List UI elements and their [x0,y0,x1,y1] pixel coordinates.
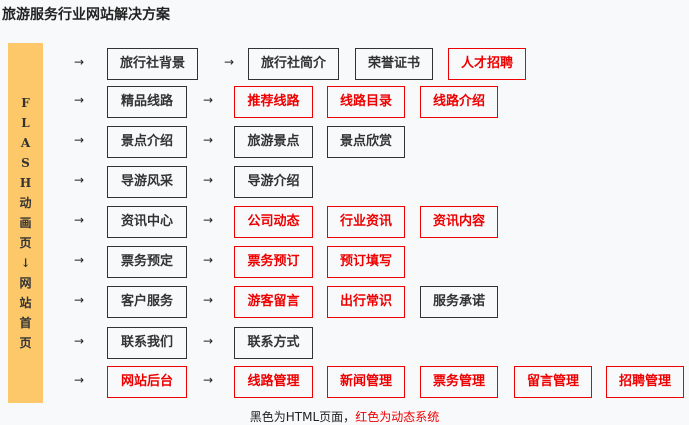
arrow-icon: → [74,93,85,107]
arrow-icon: → [203,93,214,107]
sitemap-row: → 票务预定 → 票务预订预订填写 [0,246,689,278]
sidebar-char: L [21,116,30,130]
subpage-box[interactable]: 公司动态 [234,206,313,238]
subpage-box[interactable]: 票务管理 [420,366,498,398]
arrow-icon: → [74,334,85,348]
sidebar-char: 网 [19,276,32,290]
arrow-icon: → [74,373,85,387]
section-box[interactable]: 旅行社背景 [107,48,198,80]
sidebar-char: 站 [19,296,32,310]
sitemap-row: → 旅行社背景 → 旅行社简介荣誉证书人才招聘 [0,48,689,80]
sidebar-char: 动 [19,196,32,210]
sidebar-char: 页 [19,336,32,350]
subpage-box[interactable]: 人才招聘 [448,48,526,80]
subpage-box[interactable]: 服务承诺 [420,286,498,318]
page-title: 旅游服务行业网站解决方案 [2,7,170,23]
subpage-box[interactable]: 招聘管理 [606,366,684,398]
sidebar-char: 画 [19,216,32,230]
sitemap-row: → 资讯中心 → 公司动态行业资讯资讯内容 [0,206,689,238]
subpage-box[interactable]: 留言管理 [514,366,592,398]
arrow-icon: → [203,173,214,187]
sitemap-row: → 客户服务 → 游客留言出行常识服务承诺 [0,286,689,318]
sidebar-char: H [19,176,32,190]
arrow-icon: → [74,55,85,69]
subpage-box[interactable]: 线路管理 [234,366,313,398]
subpage-box[interactable]: 导游介绍 [234,166,313,198]
sitemap-row: → 联系我们 → 联系方式 [0,327,689,359]
legend-black: 黑色为HTML页面， [249,410,356,424]
sidebar-char: F [21,96,30,110]
subpage-box[interactable]: 旅行社简介 [248,48,339,80]
subpage-box[interactable]: 游客留言 [234,286,313,318]
subpage-box[interactable]: 行业资讯 [327,206,405,238]
arrow-icon: → [203,213,214,227]
arrow-icon: → [74,133,85,147]
sitemap-row: → 网站后台 → 线路管理新闻管理票务管理留言管理招聘管理 [0,366,689,398]
subpage-box[interactable]: 预订填写 [327,246,405,278]
subpage-box[interactable]: 景点欣赏 [327,126,405,158]
arrow-icon: → [74,213,85,227]
subpage-box[interactable]: 线路介绍 [420,86,498,118]
sidebar-char: ↓ [20,256,31,270]
arrow-icon: → [74,173,85,187]
sidebar-char: 首 [19,316,32,330]
subpage-box[interactable]: 荣誉证书 [355,48,433,80]
section-box[interactable]: 联系我们 [107,327,187,359]
section-box[interactable]: 票务预定 [107,246,187,278]
arrow-icon: → [224,55,235,69]
subpage-box[interactable]: 资讯内容 [420,206,498,238]
arrow-icon: → [203,373,214,387]
sidebar-char: 页 [19,236,32,250]
subpage-box[interactable]: 推荐线路 [234,86,313,118]
subpage-box[interactable]: 线路目录 [327,86,405,118]
arrow-icon: → [203,253,214,267]
section-box[interactable]: 导游风采 [107,166,187,198]
sidebar-char: A [20,136,31,150]
arrow-icon: → [74,293,85,307]
subpage-box[interactable]: 票务预订 [234,246,313,278]
sitemap-row: → 景点介绍 → 旅游景点景点欣赏 [0,126,689,158]
section-box[interactable]: 景点介绍 [107,126,187,158]
section-box[interactable]: 资讯中心 [107,206,187,238]
arrow-icon: → [203,293,214,307]
legend-red: 红色为动态系统 [355,410,440,424]
subpage-box[interactable]: 新闻管理 [327,366,405,398]
arrow-icon: → [74,253,85,267]
sitemap-row: → 精品线路 → 推荐线路线路目录线路介绍 [0,86,689,118]
section-box[interactable]: 客户服务 [107,286,187,318]
legend: 黑色为HTML页面，红色为动态系统 [0,408,689,425]
section-box[interactable]: 精品线路 [107,86,187,118]
arrow-icon: → [203,334,214,348]
sitemap-row: → 导游风采 → 导游介绍 [0,166,689,198]
section-box[interactable]: 网站后台 [107,366,187,398]
subpage-box[interactable]: 旅游景点 [234,126,313,158]
subpage-box[interactable]: 出行常识 [327,286,405,318]
arrow-icon: → [203,133,214,147]
sidebar-char: S [21,156,30,170]
subpage-box[interactable]: 联系方式 [234,327,313,359]
